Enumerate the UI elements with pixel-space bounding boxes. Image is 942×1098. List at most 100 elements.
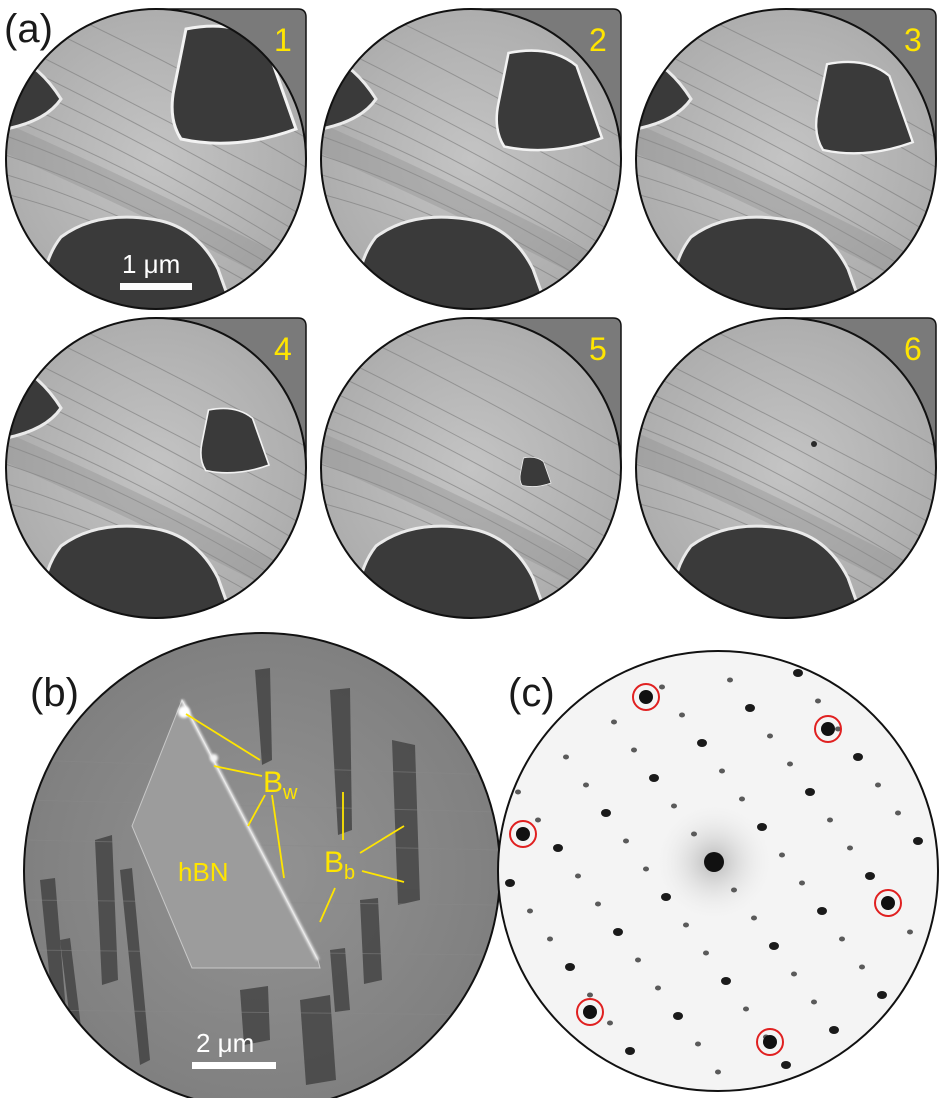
diffraction-spot — [575, 873, 581, 879]
diffraction-spot — [625, 1047, 635, 1055]
diffraction-spot — [595, 901, 601, 907]
diffraction-spot — [703, 950, 709, 956]
diffraction-spot — [631, 747, 637, 753]
diffraction-spot — [553, 844, 563, 852]
frame-number: 6 — [904, 331, 922, 367]
diffraction-spot — [877, 991, 887, 999]
spot-highlight-circle — [814, 715, 842, 743]
diffraction-spot — [907, 929, 913, 935]
diffraction-spot — [835, 726, 841, 732]
spot-highlight-circle — [756, 1028, 784, 1056]
diffraction-spot — [623, 838, 629, 844]
diffraction-spot — [839, 936, 845, 942]
annotation-leader-lines — [185, 713, 405, 923]
diffraction-spot — [793, 669, 803, 677]
diffraction-spot — [563, 754, 569, 760]
diffraction-spot — [659, 684, 665, 690]
panel-c-diffraction — [497, 650, 939, 1092]
diffraction-spot — [505, 879, 515, 887]
panel-b-annotations: Bw Bb hBN — [178, 713, 405, 923]
panel-b-micrograph — [23, 632, 501, 1098]
diffraction-spot — [727, 677, 733, 683]
diffraction-spot — [671, 803, 677, 809]
diffraction-spot — [719, 768, 725, 774]
diffraction-spot — [865, 872, 875, 880]
frame-number: 2 — [589, 22, 607, 58]
scale-bar-b-rect — [192, 1062, 276, 1069]
diffraction-spot — [829, 1026, 839, 1034]
diffraction-spot — [791, 971, 797, 977]
diffraction-spot — [751, 915, 757, 921]
diffraction-spot — [827, 817, 833, 823]
spot-highlight-circle — [576, 998, 604, 1026]
micrograph-frame: 6 — [635, 317, 937, 619]
diffraction-spot — [643, 866, 649, 872]
diffraction-spot — [745, 704, 755, 712]
highlighted-spots — [509, 683, 902, 1056]
diffraction-spot — [731, 887, 737, 893]
diffraction-spot — [587, 992, 593, 998]
micrograph-frame: 4 — [5, 317, 307, 619]
diffraction-spot — [607, 1020, 613, 1026]
diffraction-spot — [695, 1041, 701, 1047]
spot-highlight-circle — [632, 683, 660, 711]
diffraction-spot — [683, 922, 689, 928]
diffraction-spot — [655, 985, 661, 991]
diffraction-spot — [847, 845, 853, 851]
bright-spot — [821, 722, 835, 736]
diffraction-spot — [679, 712, 685, 718]
central-beam — [704, 852, 724, 872]
diffraction-spot — [565, 963, 575, 971]
panel-b-label: (b) — [30, 671, 79, 715]
frame-number: 1 — [274, 22, 292, 58]
diffraction-spot — [583, 782, 589, 788]
diffraction-spot — [721, 977, 731, 985]
scale-bar-b-text: 2 μm — [196, 1028, 254, 1058]
bw-label: Bw — [263, 766, 298, 804]
diffraction-spot — [515, 789, 521, 795]
diffraction-spot — [913, 837, 923, 845]
bb-label: Bb — [324, 846, 355, 884]
diffraction-spot — [739, 796, 745, 802]
diffraction-spot — [691, 831, 697, 837]
spot-highlight-circle — [509, 820, 537, 848]
scale-bar-a-text: 1 μm — [122, 249, 180, 279]
bright-spot — [639, 690, 653, 704]
diffraction-spot — [527, 908, 533, 914]
diffraction-spot — [781, 1061, 791, 1069]
diffraction-spot — [805, 788, 815, 796]
spot-highlight-circle — [874, 889, 902, 917]
frame-number: 4 — [274, 331, 292, 367]
diffraction-spot — [811, 999, 817, 1005]
panel-a-label: (a) — [4, 7, 53, 51]
diffraction-spot — [875, 782, 881, 788]
diffraction-spot — [715, 1069, 721, 1075]
micrograph-frame: 1 1 μm — [5, 8, 307, 310]
diffraction-spot — [767, 733, 773, 739]
frame-number: 3 — [904, 22, 922, 58]
bright-spot — [763, 1035, 777, 1049]
diffraction-spot — [613, 928, 623, 936]
diffraction-spot — [673, 1012, 683, 1020]
bright-spot — [881, 896, 895, 910]
diffraction-spot — [769, 942, 779, 950]
bright-spot — [516, 827, 530, 841]
diffraction-spot — [817, 907, 827, 915]
diffraction-spot — [757, 823, 767, 831]
diffraction-spot — [649, 774, 659, 782]
diffraction-spot — [697, 739, 707, 747]
diffraction-spot — [895, 810, 901, 816]
scale-bar-a-rect — [120, 283, 192, 290]
micrograph-frame: 3 — [635, 8, 937, 310]
diffraction-spot — [799, 880, 805, 886]
bright-spot — [583, 1005, 597, 1019]
micrograph-frame: 5 — [320, 317, 622, 619]
diffraction-spot — [635, 957, 641, 963]
diffraction-spot — [601, 809, 611, 817]
diffraction-spot — [661, 893, 671, 901]
diffraction-spot — [611, 719, 617, 725]
diffraction-spot — [535, 817, 541, 823]
hbn-label: hBN — [178, 857, 229, 887]
